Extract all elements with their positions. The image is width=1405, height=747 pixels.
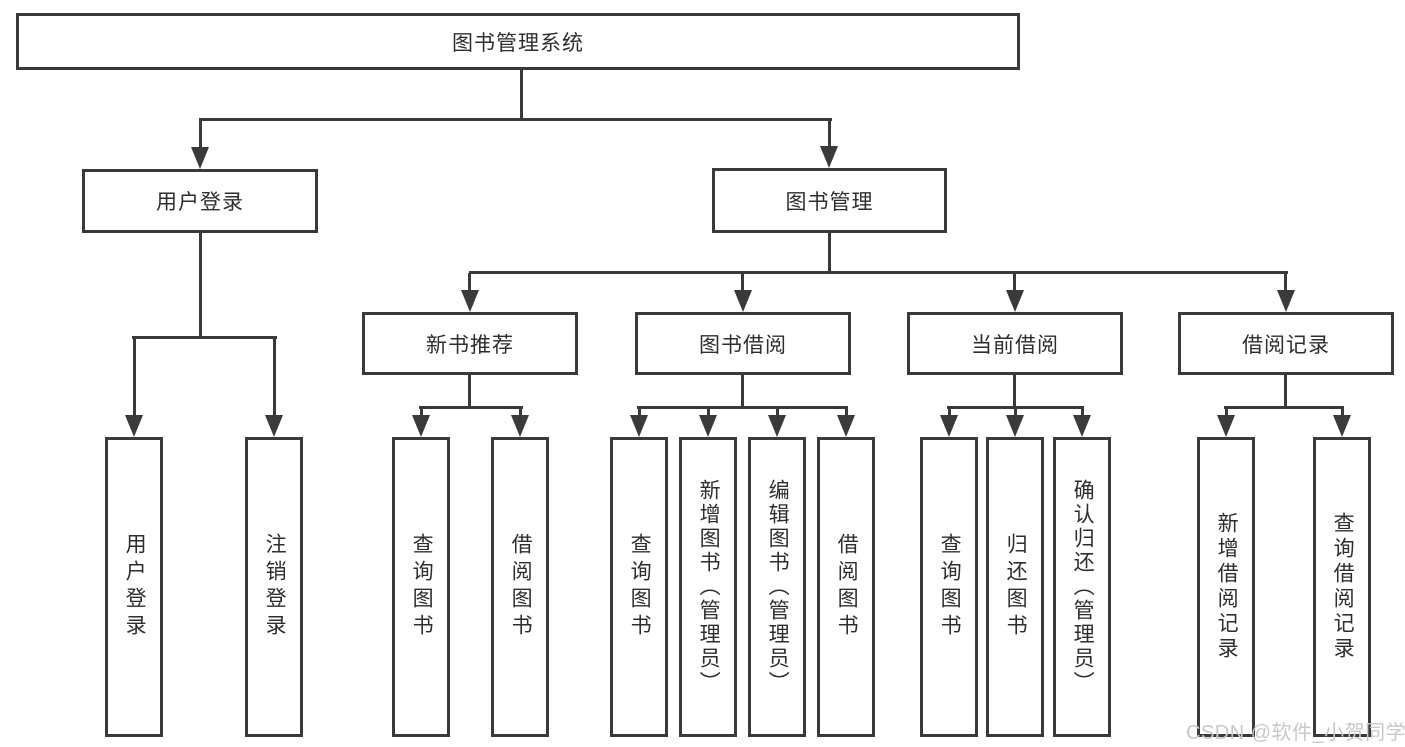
node-book-management-label: 图书管理 (785, 190, 874, 214)
connector-to-leaf-bb-query (638, 406, 641, 418)
arrowhead-book-management (820, 146, 838, 168)
connector-book-borrow-trunk (741, 375, 744, 408)
leaf-br-add-record-label: 新增借阅记录 (1215, 512, 1239, 662)
connector-to-leaf-rec-borrow (519, 406, 522, 418)
connector-root-trunk (520, 68, 523, 120)
node-book-management: 图书管理 (712, 168, 947, 233)
arrowhead-current-borrow (1006, 290, 1024, 312)
node-borrowing-records-label: 借阅记录 (1242, 333, 1330, 357)
leaf-bb-query-books: 查询图书 (610, 437, 668, 737)
node-user-login-label: 用户登录 (156, 191, 244, 214)
leaf-br-query-record: 查询借阅记录 (1313, 437, 1371, 737)
leaf-br-query-record-label: 查询借阅记录 (1331, 512, 1355, 662)
leaf-cb-return-books-label: 归还图书 (1004, 533, 1028, 641)
arrowhead-leaf-logout (265, 415, 283, 437)
arrowhead-leaf-rec-query (412, 415, 430, 437)
node-new-book-recommendation-label: 新书推荐 (426, 333, 514, 357)
arrowhead-borrow-records (1277, 290, 1295, 312)
node-book-borrowing-label: 图书借阅 (699, 333, 787, 357)
arrowhead-book-borrow (734, 290, 752, 312)
node-current-borrowing: 当前借阅 (907, 312, 1123, 375)
leaf-cb-return-books: 归还图书 (986, 437, 1044, 737)
connector-borrow-records-trunk (1284, 375, 1287, 408)
leaf-user-login-label: 用户登录 (123, 533, 147, 641)
node-root-label: 图书管理系统 (452, 31, 584, 55)
leaf-bb-query-books-label: 查询图书 (628, 533, 652, 641)
connector-to-leaf-br-query (1341, 406, 1344, 418)
connector-book-management-trunk (828, 233, 831, 273)
connector-current-borrow-trunk (1013, 375, 1016, 408)
arrowhead-leaf-cb-confirm (1073, 415, 1091, 437)
connector-to-current-borrow (1013, 273, 1016, 292)
connector-level1-rail (199, 118, 832, 121)
node-book-borrowing: 图书借阅 (635, 312, 851, 375)
connector-to-leaf-cb-return (1014, 406, 1017, 418)
connector-to-user-login (199, 118, 202, 148)
connector-book-borrow-rail (637, 406, 848, 409)
connector-to-new-book-rec (468, 273, 471, 292)
connector-to-leaf-cb-query (948, 406, 951, 418)
arrowhead-leaf-rec-borrow (511, 415, 529, 437)
leaf-rec-query-books: 查询图书 (392, 437, 450, 737)
connector-level2-rail (469, 271, 1288, 274)
connector-new-book-rec-rail (419, 406, 523, 409)
leaf-rec-borrow-books-label: 借阅图书 (509, 533, 533, 641)
node-user-login: 用户登录 (82, 169, 318, 233)
leaf-bb-borrow-books: 借阅图书 (817, 437, 875, 737)
leaf-bb-add-books-label: 新增图书（管理员） (697, 479, 721, 695)
connector-to-leaf-bb-edit (776, 406, 779, 418)
csdn-watermark: CSDN @软件_小贺同学 (1186, 722, 1405, 744)
connector-to-leaf-logout (273, 338, 276, 417)
leaf-cb-query-books-label: 查询图书 (938, 533, 962, 641)
leaf-bb-edit-books: 编辑图书（管理员） (748, 437, 806, 737)
arrowhead-leaf-bb-add (699, 415, 717, 437)
arrowhead-leaf-cb-query (940, 415, 958, 437)
connector-to-borrow-records (1284, 273, 1287, 292)
leaf-cb-confirm-return: 确认归还（管理员） (1053, 437, 1111, 737)
node-root: 图书管理系统 (16, 13, 1020, 70)
connector-to-book-borrow (741, 273, 744, 292)
node-new-book-recommendation: 新书推荐 (362, 312, 578, 375)
arrowhead-new-book-rec (461, 290, 479, 312)
node-current-borrowing-label: 当前借阅 (971, 333, 1059, 357)
connector-user-login-rail (132, 336, 277, 339)
connector-to-leaf-bb-add (707, 406, 710, 418)
arrowhead-leaf-bb-query (630, 415, 648, 437)
leaf-rec-borrow-books: 借阅图书 (491, 437, 549, 737)
arrowhead-user-login (191, 147, 209, 169)
leaf-bb-add-books: 新增图书（管理员） (679, 437, 737, 737)
node-borrowing-records: 借阅记录 (1178, 312, 1394, 375)
arrowhead-leaf-bb-edit (768, 415, 786, 437)
arrowhead-leaf-br-query (1333, 415, 1351, 437)
arrowhead-leaf-cb-return (1006, 415, 1024, 437)
arrowhead-leaf-user-login (125, 415, 143, 437)
connector-to-leaf-rec-query (420, 406, 423, 418)
leaf-user-login: 用户登录 (105, 437, 163, 737)
connector-user-login-trunk (199, 233, 202, 338)
connector-to-leaf-bb-borrow (845, 406, 848, 418)
connector-to-leaf-cb-confirm (1081, 406, 1084, 418)
leaf-cb-confirm-return-label: 确认归还（管理员） (1071, 479, 1095, 695)
connector-to-leaf-user-login (133, 338, 136, 417)
leaf-cb-query-books: 查询图书 (920, 437, 978, 737)
arrowhead-leaf-bb-borrow (837, 415, 855, 437)
leaf-logout: 注销登录 (245, 437, 303, 737)
leaf-br-add-record: 新增借阅记录 (1197, 437, 1255, 737)
connector-to-book-management (828, 118, 831, 148)
leaf-logout-label: 注销登录 (263, 533, 287, 641)
connector-new-book-rec-trunk (468, 375, 471, 408)
leaf-bb-borrow-books-label: 借阅图书 (835, 533, 859, 641)
arrowhead-leaf-br-add (1217, 415, 1235, 437)
leaf-rec-query-books-label: 查询图书 (410, 533, 434, 641)
leaf-bb-edit-books-label: 编辑图书（管理员） (766, 479, 790, 695)
connector-to-leaf-br-add (1225, 406, 1228, 418)
connector-borrow-records-rail (1224, 406, 1344, 409)
